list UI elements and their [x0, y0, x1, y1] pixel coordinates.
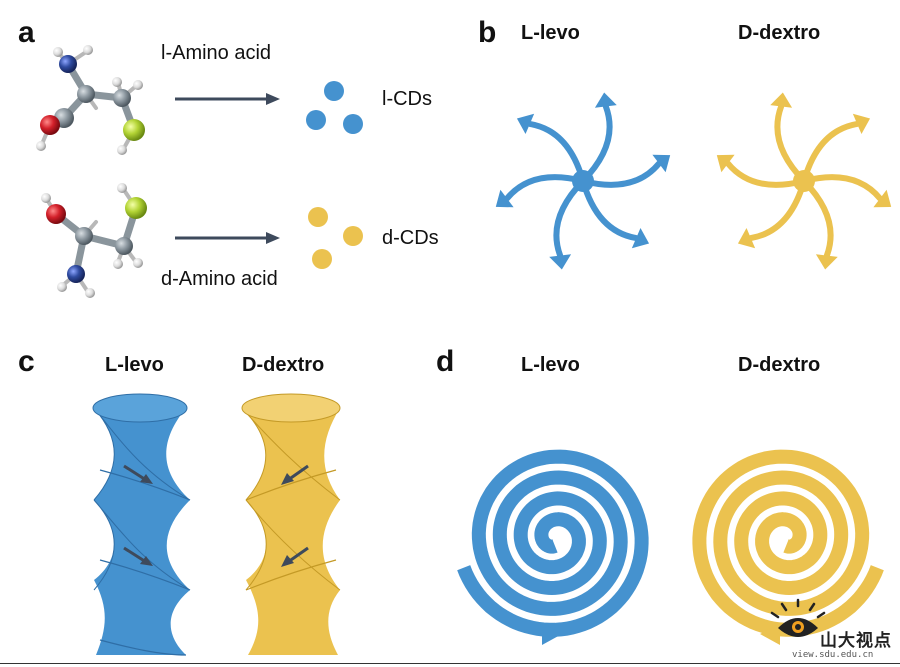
pinwheel-arrowhead	[631, 227, 650, 249]
bottom-border	[0, 663, 900, 664]
pinwheel-arrowhead	[873, 189, 892, 208]
pinwheel-arrowhead	[737, 227, 756, 249]
arrow-right-icon	[175, 93, 280, 105]
eye-logo-icon	[770, 598, 826, 637]
l-cds-dots	[306, 81, 363, 134]
levo-pinwheel-icon	[495, 92, 671, 270]
panel-c-levo-heading: L-levo	[105, 354, 164, 376]
d-amino-acid-label: d-Amino acid	[161, 268, 278, 290]
dextro-pinwheel-icon	[716, 92, 892, 270]
panel-label-b: b	[478, 16, 497, 49]
pinwheel-arm	[580, 178, 640, 242]
pinwheel-arrowhead	[495, 189, 514, 208]
l-amino-acid-label: l-Amino acid	[161, 42, 272, 64]
pinwheel-arrowhead	[516, 113, 535, 135]
d-cds-label: d-CDs	[382, 227, 439, 249]
pinwheel-arrowhead	[716, 154, 735, 173]
pinwheel-arrowhead	[594, 92, 617, 108]
panel-b-levo-heading: L-levo	[521, 22, 580, 44]
panel-c-dextro-heading: D-dextro	[242, 354, 325, 376]
dextro-helix-icon	[241, 393, 341, 655]
watermark-url: view.sdu.edu.cn	[792, 650, 874, 660]
pinwheel-arrowhead	[652, 154, 671, 173]
panel-label-c: c	[18, 345, 35, 378]
pinwheel-hub	[572, 170, 594, 192]
levo-helix-icon	[92, 393, 191, 656]
panel-label-d: d	[436, 345, 455, 378]
pinwheel-arm	[801, 178, 834, 259]
pinwheel-arrowhead	[852, 113, 871, 135]
dextro-spiral-icon	[692, 449, 884, 645]
panel-d-dextro-heading: D-dextro	[738, 354, 821, 376]
l-cds-label: l-CDs	[382, 88, 432, 110]
pinwheel-arm	[747, 178, 807, 242]
d-cds-dots	[308, 207, 363, 269]
pinwheel-arrowhead	[815, 254, 838, 270]
d-amino-acid-molecule-icon	[41, 183, 147, 298]
panel-d-levo-heading: L-levo	[521, 354, 580, 376]
pinwheel-hub	[793, 170, 815, 192]
levo-spiral-icon	[457, 449, 649, 645]
pinwheel-arrowhead	[549, 254, 572, 270]
pinwheel-arm	[774, 103, 807, 184]
pinwheel-arm	[580, 103, 613, 184]
pinwheel-arm	[553, 178, 586, 259]
panel-b-dextro-heading: D-dextro	[738, 22, 821, 44]
watermark-text: 山大视点	[820, 631, 892, 650]
panel-label-a: a	[18, 16, 35, 49]
pinwheel-arm	[801, 120, 861, 184]
arrow-right-icon	[175, 232, 280, 244]
pinwheel-arm	[526, 120, 586, 184]
pinwheel-arrowhead	[770, 92, 793, 108]
l-amino-acid-molecule-icon	[36, 45, 145, 155]
